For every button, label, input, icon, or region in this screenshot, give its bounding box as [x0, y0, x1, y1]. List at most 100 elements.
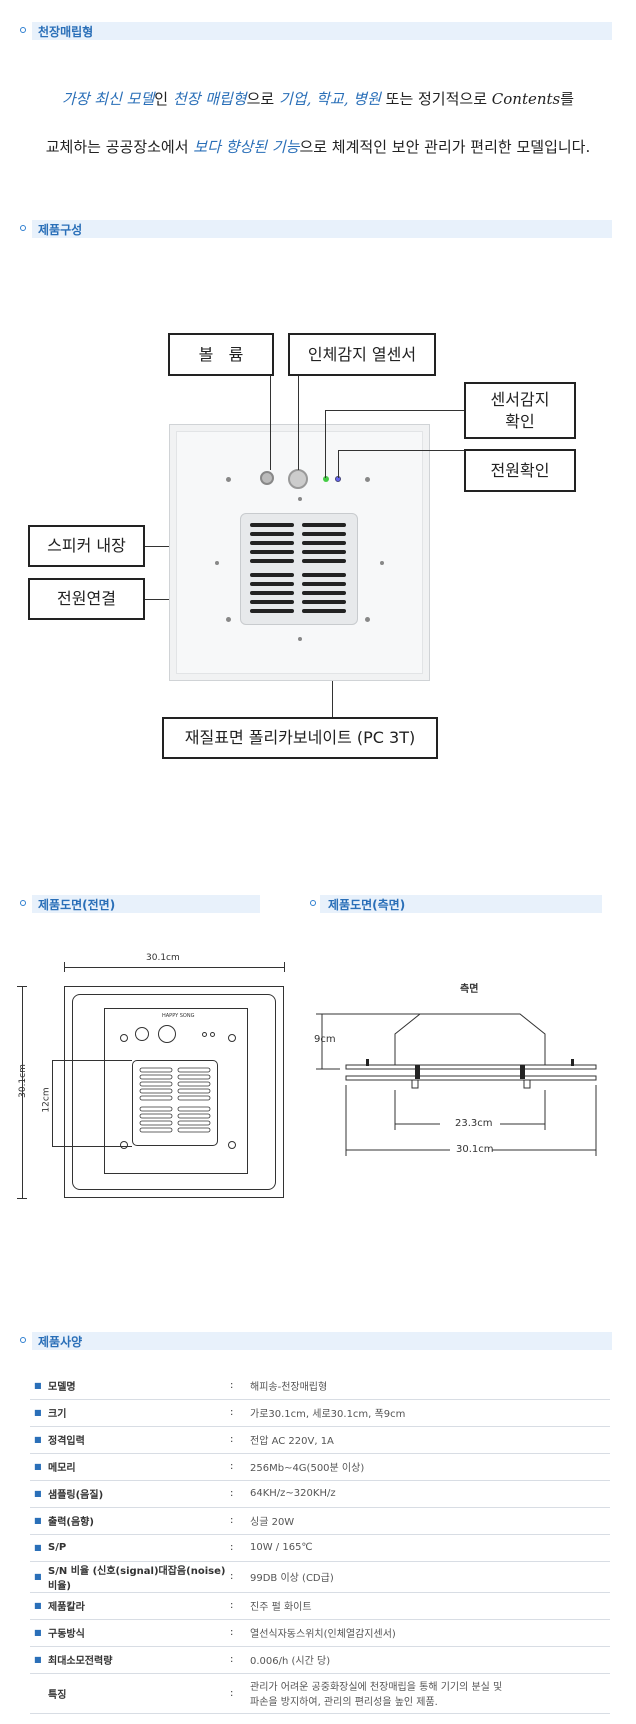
intro-text: 교체하는 공공장소에서	[45, 138, 194, 156]
spec-bullet-icon: ■	[34, 1380, 42, 1390]
section-title: 천장매립형	[38, 25, 94, 39]
brand-label: HAPPY SONG	[162, 1013, 195, 1019]
spec-value: 싱글 20W	[250, 1517, 295, 1528]
dim-inner-width-label: 23.3cm	[455, 1118, 493, 1129]
intro-text: 으로	[246, 90, 279, 108]
leader-line	[338, 450, 339, 478]
spec-colon: :	[230, 1687, 234, 1699]
section-title: 제품사양	[38, 1335, 83, 1349]
spec-colon: :	[230, 1515, 234, 1526]
spec-row: ■ 정격입력: 전압 AC 220V, 1A	[30, 1426, 610, 1453]
section-header-specs: 제품사양	[0, 1330, 636, 1352]
section-title: 제품도면(전면)	[38, 898, 116, 912]
volume-knob	[260, 471, 274, 485]
spec-label: 크기	[48, 1409, 67, 1420]
section-bullet-icon	[20, 27, 26, 33]
spec-label: 특징	[48, 1689, 67, 1701]
section-bullet-icon	[20, 900, 26, 906]
leader-line	[145, 546, 169, 547]
spec-colon: :	[230, 1571, 234, 1582]
spec-value: 99DB 이상 (CD급)	[250, 1573, 334, 1584]
section-header-components: 제품구성	[0, 218, 636, 240]
spec-value: 가로30.1cm, 세로30.1cm, 폭9cm	[250, 1409, 406, 1420]
callout-power-connect: 전원연결	[28, 578, 145, 620]
spec-colon: :	[230, 1407, 234, 1418]
spec-bullet-icon: ■	[34, 1435, 42, 1444]
spec-colon: :	[230, 1600, 234, 1611]
spec-label: 제품칼라	[48, 1602, 85, 1613]
intro-text: Contents	[491, 90, 561, 108]
section-title: 제품도면(측면)	[328, 898, 406, 912]
spec-label: 구동방식	[48, 1629, 85, 1640]
spec-colon: :	[230, 1627, 234, 1638]
section-title: 제품구성	[38, 223, 83, 237]
leader-line	[338, 450, 464, 451]
spec-value: 256Mb~4G(500분 이상)	[250, 1463, 365, 1474]
intro-line-2: 교체하는 공공장소에서 보다 향상된 기능으로 체계적인 보안 관리가 편리한 …	[0, 136, 636, 157]
intro-highlight: 보다 향상된 기능	[193, 138, 300, 156]
spec-colon: :	[230, 1434, 234, 1445]
spec-table: ■ 모델명: 해피송-천장매립형 ■ 크기: 가로30.1cm, 세로30.1cm, 폭9…	[30, 1372, 610, 1714]
spec-colon: :	[230, 1379, 234, 1391]
spec-row: ■ 모델명: 해피송-천장매립형	[30, 1372, 610, 1399]
side-drawing: 측면 9cm 23.3cm 30.1cm	[310, 980, 610, 1180]
spec-label: 모델명	[48, 1381, 76, 1393]
spec-label: 샘플링(음질)	[48, 1490, 104, 1501]
leader-line	[298, 376, 299, 470]
section-bullet-icon	[20, 225, 26, 231]
spec-bullet-icon: ■	[34, 1601, 42, 1610]
dim-width-label: 30.1cm	[146, 953, 180, 963]
callout-volume: 볼 륨	[168, 333, 274, 376]
spec-label: 출력(음향)	[48, 1517, 94, 1528]
intro-text: 를	[560, 90, 575, 108]
spec-row: ■ 크기: 가로30.1cm, 세로30.1cm, 폭9cm	[30, 1399, 610, 1426]
leader-line	[325, 410, 326, 478]
intro-text: 으로 체계적인 보안 관리가 편리한 모델입니다.	[299, 138, 591, 156]
section-bullet-icon	[20, 1337, 26, 1343]
section-bullet-icon	[310, 900, 316, 906]
leader-line	[325, 410, 464, 411]
spec-bullet-icon: ■	[34, 1462, 42, 1471]
section-header-ceiling: 천장매립형	[0, 20, 636, 42]
spec-row: ■ 샘플링(음질): 64KH/z~320KH/z	[30, 1480, 610, 1507]
spec-bullet-icon: ■	[34, 1489, 42, 1498]
callout-material: 재질표면 폴리카보네이트 (PC 3T)	[162, 717, 438, 759]
product-photo	[169, 424, 430, 681]
speaker-grille	[240, 513, 358, 625]
spec-bullet-icon: ■	[34, 1516, 42, 1525]
spec-label: 메모리	[48, 1463, 76, 1474]
spec-value: 10W / 165℃	[250, 1542, 313, 1553]
callout-pir-sensor: 인체감지 열센서	[288, 333, 436, 376]
spec-row: ■특징:관리가 어려운 공중화장실에 천장매립을 통해 기기의 분실 및 파손을…	[30, 1673, 610, 1713]
spec-bullet-icon: ■	[34, 1408, 42, 1417]
dim-inner-label: 12cm	[41, 1087, 52, 1113]
intro-highlight: 천장 매립형	[172, 90, 247, 108]
spec-bullet-icon: ■	[34, 1572, 42, 1581]
spec-label: S/P	[48, 1542, 67, 1553]
spec-value: 64KH/z~320KH/z	[250, 1488, 336, 1499]
spec-colon: :	[230, 1461, 234, 1472]
sensor-led	[323, 476, 329, 482]
leader-line	[332, 681, 333, 717]
intro-highlight: 가장 최신 모델	[61, 90, 155, 108]
spec-value: 진주 펄 화이트	[250, 1602, 312, 1613]
spec-value: 관리가 어려운 공중화장실에 천장매립을 통해 기기의 분실 및 파손을 방지하…	[250, 1682, 503, 1708]
intro-text: 인	[154, 90, 173, 108]
spec-colon: :	[230, 1654, 234, 1665]
leader-line	[145, 599, 169, 600]
spec-label: 최대소모전력량	[48, 1656, 113, 1667]
spec-colon: :	[230, 1488, 234, 1499]
spec-value: 전압 AC 220V, 1A	[250, 1436, 334, 1447]
intro-highlight: 기업, 학교, 병원	[279, 90, 381, 108]
callout-speaker: 스피커 내장	[28, 525, 145, 567]
spec-label: 정격입력	[48, 1436, 85, 1447]
spec-value: 0.006/h (시간 당)	[250, 1656, 331, 1667]
spec-label: S/N 비율 (신호(signal)대잡음(noise)비율)	[48, 1565, 226, 1592]
spec-bullet-icon: ■	[34, 1543, 42, 1552]
spec-row: ■ 출력(음향): 싱글 20W	[30, 1507, 610, 1534]
spec-row: ■ 제품칼라: 진주 펄 화이트	[30, 1592, 610, 1619]
spec-bullet-icon: ■	[34, 1655, 42, 1664]
spec-value: 해피송-천장매립형	[250, 1381, 328, 1393]
front-drawing: 30.1cm 30.1cm HAPPY SONG 12cm	[12, 950, 285, 1210]
spec-row: ■구동방식:열선식자동스위치(인체열감지센서)	[30, 1619, 610, 1646]
